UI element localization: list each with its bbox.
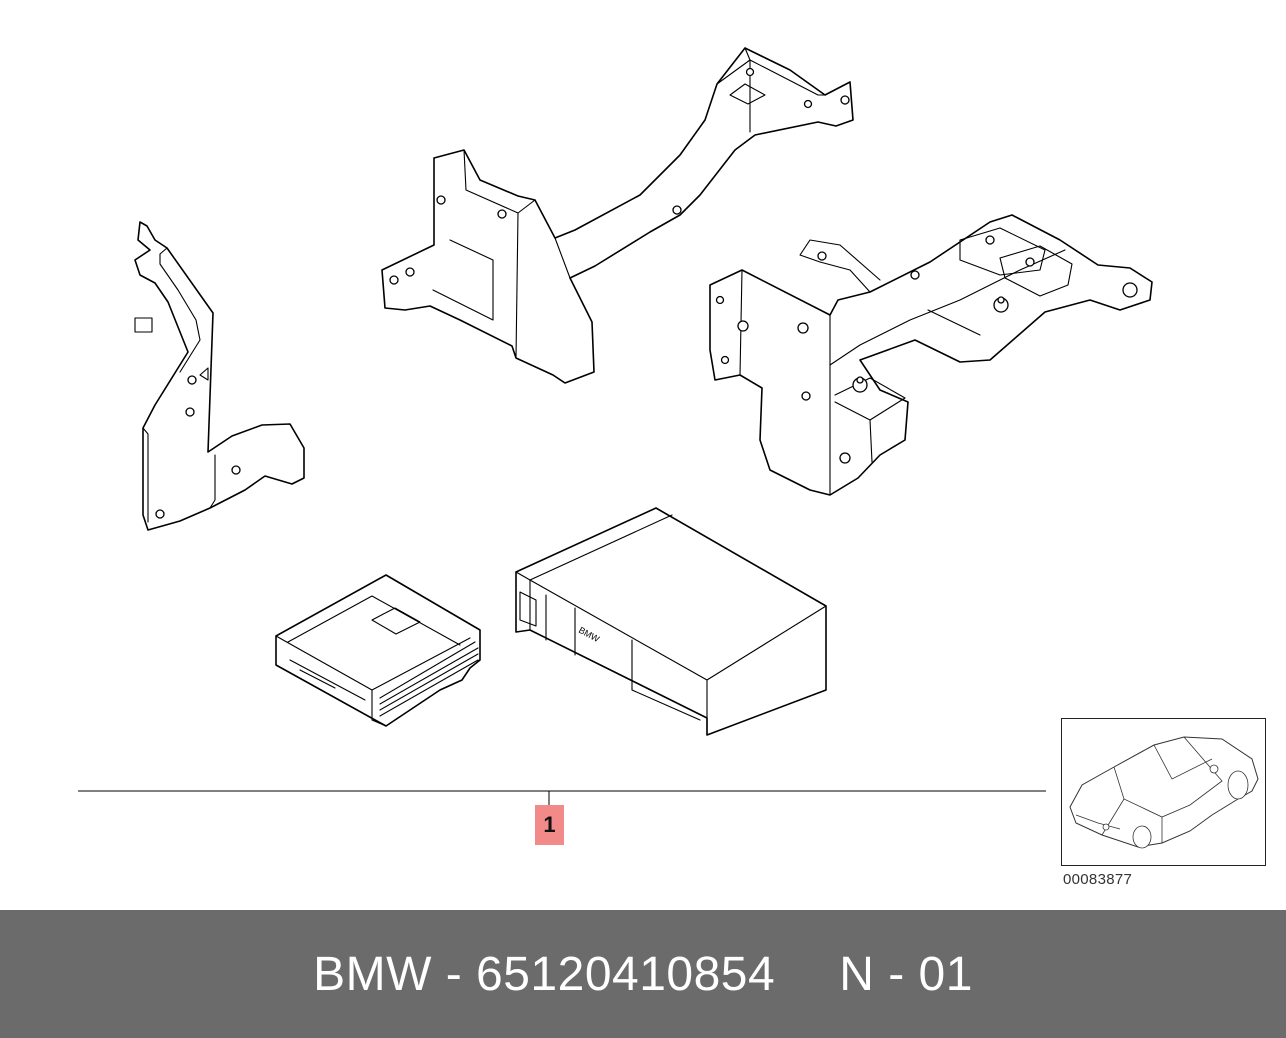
vehicle-thumbnail (1061, 718, 1266, 866)
diagram-reference-number: 00083877 (1063, 871, 1133, 888)
callout-1[interactable]: 1 (535, 805, 564, 845)
left-bracket (134, 221, 305, 531)
center-carrier (381, 47, 854, 384)
cd-changer: BMW (515, 507, 827, 736)
variant-label: N - 01 (839, 947, 973, 1001)
cd-magazine (275, 574, 481, 727)
parts-diagram: BMW (78, 47, 1153, 805)
car-icon (1069, 736, 1259, 849)
part-label: BMW - 65120410854 (313, 947, 776, 1001)
part-number-banner: BMW - 65120410854 N - 01 (0, 910, 1286, 1038)
right-bracket-assembly (709, 214, 1153, 496)
